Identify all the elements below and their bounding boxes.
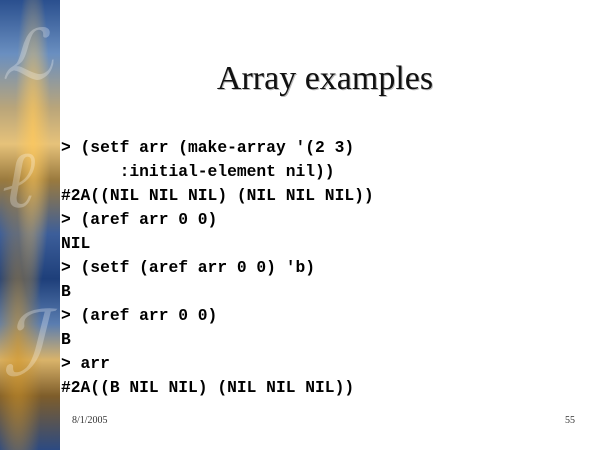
code-line: #2A((B NIL NIL) (NIL NIL NIL)) [61,378,355,397]
footer-date: 8/1/2005 [72,415,108,426]
code-line: B [61,282,71,301]
decorative-sidebar-image: ℒ ℓ ℐ [0,0,60,450]
code-line: #2A((NIL NIL NIL) (NIL NIL NIL)) [61,186,374,205]
code-line: > (aref arr 0 0) [61,306,218,325]
code-line: > arr [61,354,110,373]
code-block: > (setf arr (make-array '(2 3) :initial-… [61,136,374,400]
code-line: NIL [61,234,91,253]
code-line: :initial-element nil)) [61,162,335,181]
code-line: > (setf arr (make-array '(2 3) [61,138,355,157]
decorative-script-glyph: ℐ [2,292,45,397]
code-line: > (aref arr 0 0) [61,210,218,229]
footer-page-number: 55 [565,415,575,426]
code-line: B [61,330,71,349]
code-line: > (setf (aref arr 0 0) 'b) [61,258,316,277]
decorative-script-glyph: ℒ [2,14,53,96]
decorative-script-glyph: ℓ [2,133,36,226]
slide-title: Array examples [216,60,434,97]
